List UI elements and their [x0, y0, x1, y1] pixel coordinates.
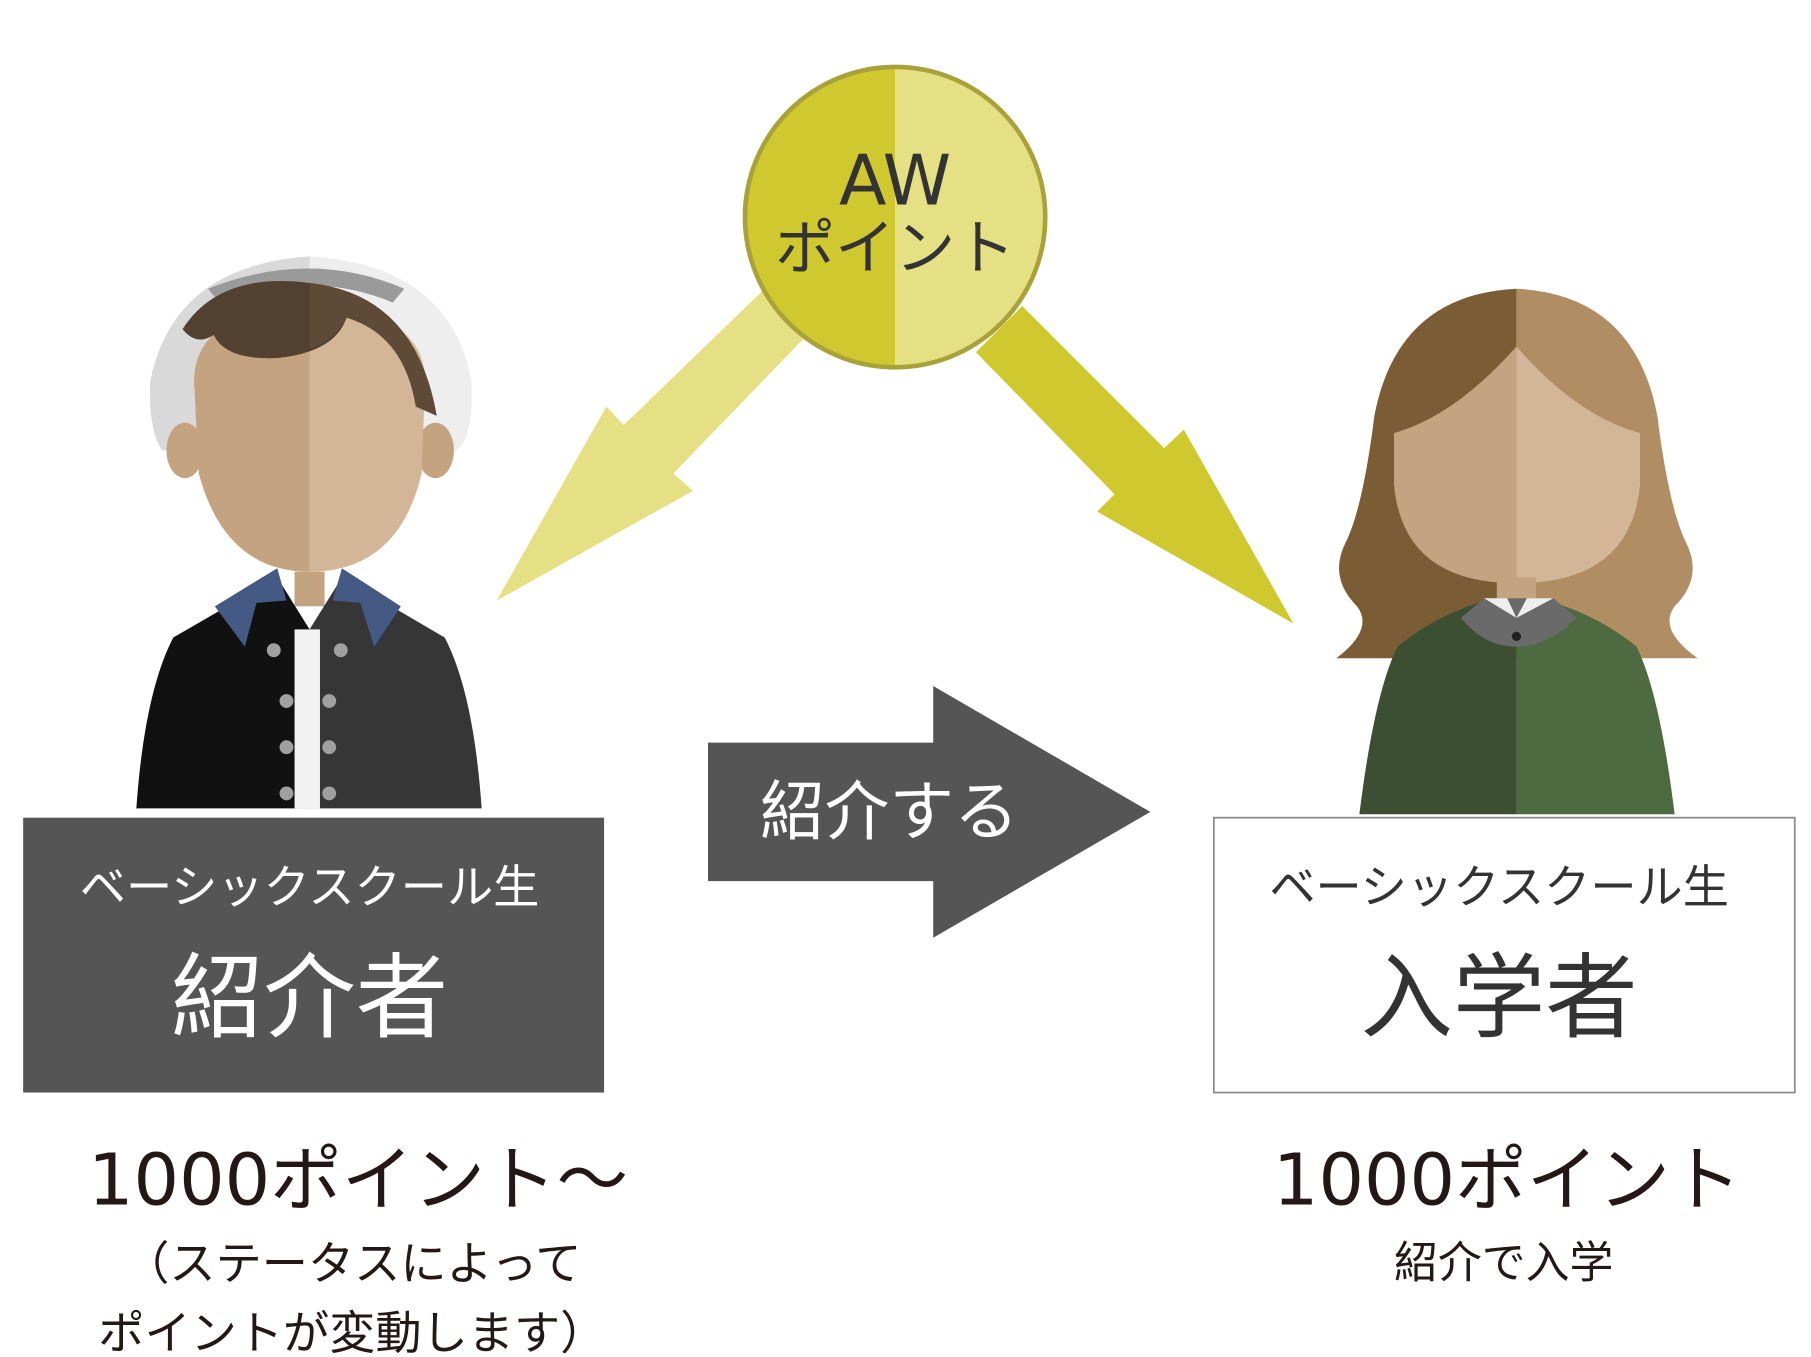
referrer-figure: [136, 256, 482, 809]
referrer-note-line2: ポイントが変動します）: [98, 1306, 606, 1357]
refer-arrow-label: 紹介する: [760, 775, 1019, 850]
coin-label-aw: AW: [839, 141, 951, 221]
referrer-box: ベーシックスクール生 紹介者: [23, 817, 605, 1093]
enrollee-points: 1000ポイント: [1273, 1139, 1742, 1222]
enrollee-note: 紹介で入学: [1394, 1237, 1613, 1288]
enrollee-figure: [1336, 288, 1698, 815]
enrollee-title: 入学者: [1361, 944, 1638, 1052]
coin-label-point: ポイント: [775, 214, 1015, 284]
enrollee-subtitle: ベーシックスクール生: [1269, 860, 1729, 914]
arrow-to-enrollee: [975, 306, 1294, 624]
referrer-subtitle: ベーシックスクール生: [80, 860, 540, 914]
referrer-title: 紹介者: [171, 944, 448, 1052]
referrer-points: 1000ポイント〜: [88, 1139, 628, 1222]
refer-arrow: 紹介する: [708, 686, 1151, 938]
enrollee-box: ベーシックスクール生 入学者: [1212, 816, 1796, 1094]
arrow-to-referrer: [496, 291, 806, 601]
referrer-note-line1: （ステータスによって: [123, 1237, 581, 1291]
